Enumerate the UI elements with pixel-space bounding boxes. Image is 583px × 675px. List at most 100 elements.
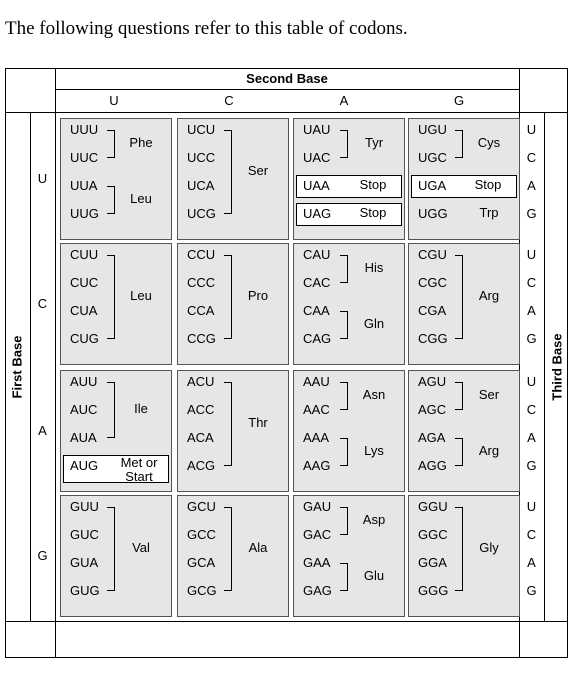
amino-acid-label: Gln — [363, 316, 385, 331]
amino-acid-label: Trp — [479, 205, 499, 220]
codon-block — [177, 370, 289, 492]
codon: GAA — [303, 555, 331, 570]
third-base-letter-c: C — [526, 275, 537, 290]
third-base-letter-c: C — [526, 150, 537, 165]
amino-acid-label: Ser — [478, 387, 500, 402]
codon: AAC — [303, 402, 330, 417]
codon: ACU — [187, 374, 215, 389]
codon: CCG — [187, 331, 216, 346]
codon: UCA — [187, 178, 215, 193]
codon: UCC — [187, 150, 216, 165]
amino-acid-label: Asn — [362, 387, 386, 402]
bracket — [107, 382, 115, 438]
codon-block — [293, 370, 405, 492]
bracket — [340, 563, 348, 591]
codon: UAU — [303, 122, 331, 137]
amino-acid-label: Stop — [359, 177, 387, 192]
codon: UGG — [418, 206, 448, 221]
bracket — [455, 255, 463, 339]
codon: CGA — [418, 303, 447, 318]
bracket — [340, 255, 348, 283]
highlight-box — [296, 175, 402, 198]
amino-acid-label: Arg — [478, 443, 500, 458]
highlight-box — [63, 455, 169, 483]
header-bottom-rule — [5, 112, 568, 113]
codon: GGC — [418, 527, 448, 542]
bracket — [224, 130, 232, 214]
codon: CGC — [418, 275, 447, 290]
codon: UGU — [418, 122, 447, 137]
amino-acid-label: Leu — [130, 288, 152, 303]
codon: CAG — [303, 331, 332, 346]
third-base-letter-u: U — [526, 499, 537, 514]
bracket — [340, 382, 348, 410]
bracket — [224, 255, 232, 339]
codon: AUG — [70, 458, 99, 473]
codon-block — [408, 370, 520, 492]
codon: CAU — [303, 247, 331, 262]
amino-acid-label: Ala — [248, 540, 268, 555]
codon-block — [177, 243, 289, 365]
third-base-letter-a: A — [527, 178, 536, 193]
amino-acid-label: Asp — [362, 512, 386, 527]
bracket — [455, 507, 463, 591]
codon: CCC — [187, 275, 216, 290]
codon: ACA — [187, 430, 214, 445]
codon: GAG — [303, 583, 332, 598]
codon: UAA — [303, 178, 330, 193]
third-base-letter-g: G — [526, 583, 537, 598]
codon-block — [293, 495, 405, 617]
codon: GUG — [70, 583, 100, 598]
third-base-letter-a: A — [527, 303, 536, 318]
amino-acid-label: Glu — [363, 568, 385, 583]
codon-block — [408, 495, 520, 617]
left-col-rule — [30, 112, 31, 621]
second-base-letter-u: U — [109, 93, 119, 108]
third-base-letter-g: G — [526, 206, 537, 221]
third-base-letter-a: A — [527, 430, 536, 445]
codon: AGC — [418, 402, 447, 417]
amino-acid-label: Ser — [247, 163, 269, 178]
codon: GAU — [303, 499, 332, 514]
codon: GGG — [418, 583, 449, 598]
third-base-letter-c: C — [526, 527, 537, 542]
codon: CUG — [70, 331, 99, 346]
first-base-letter-u: U — [37, 171, 48, 186]
codon: GUU — [70, 499, 99, 514]
codon: GUC — [70, 527, 99, 542]
codon-block — [177, 118, 289, 240]
third-base-title: Third Base — [549, 333, 565, 401]
codon-block — [60, 118, 172, 240]
second-base-letter-a: A — [339, 93, 349, 108]
bracket — [340, 130, 348, 158]
second-base-title: Second Base — [246, 71, 328, 86]
codon: UAC — [303, 150, 331, 165]
bracket — [455, 438, 463, 466]
codon: CAA — [303, 303, 330, 318]
codon: GCG — [187, 583, 217, 598]
highlight-box — [411, 175, 517, 198]
bracket — [107, 507, 115, 591]
codon: AGG — [418, 458, 447, 473]
codon: ACG — [187, 458, 216, 473]
codon: ACC — [187, 402, 215, 417]
bracket — [107, 186, 115, 214]
header-mid-rule — [55, 89, 519, 90]
amino-acid-label: Pro — [247, 288, 269, 303]
codon: UUC — [70, 150, 99, 165]
codon: UUA — [70, 178, 98, 193]
intro-text: The following questions refer to this ta… — [5, 18, 408, 39]
bracket — [224, 507, 232, 591]
codon: GCU — [187, 499, 216, 514]
third-base-letter-u: U — [526, 247, 537, 262]
bracket — [340, 507, 348, 535]
codon: CUA — [70, 303, 98, 318]
bracket — [107, 255, 115, 339]
amino-acid-label: Stop — [474, 177, 502, 192]
codon: UGA — [418, 178, 447, 193]
codon: CGG — [418, 331, 448, 346]
bracket — [224, 382, 232, 466]
amino-acid-label: Lys — [364, 443, 384, 458]
amino-acid-label: Leu — [130, 191, 152, 206]
